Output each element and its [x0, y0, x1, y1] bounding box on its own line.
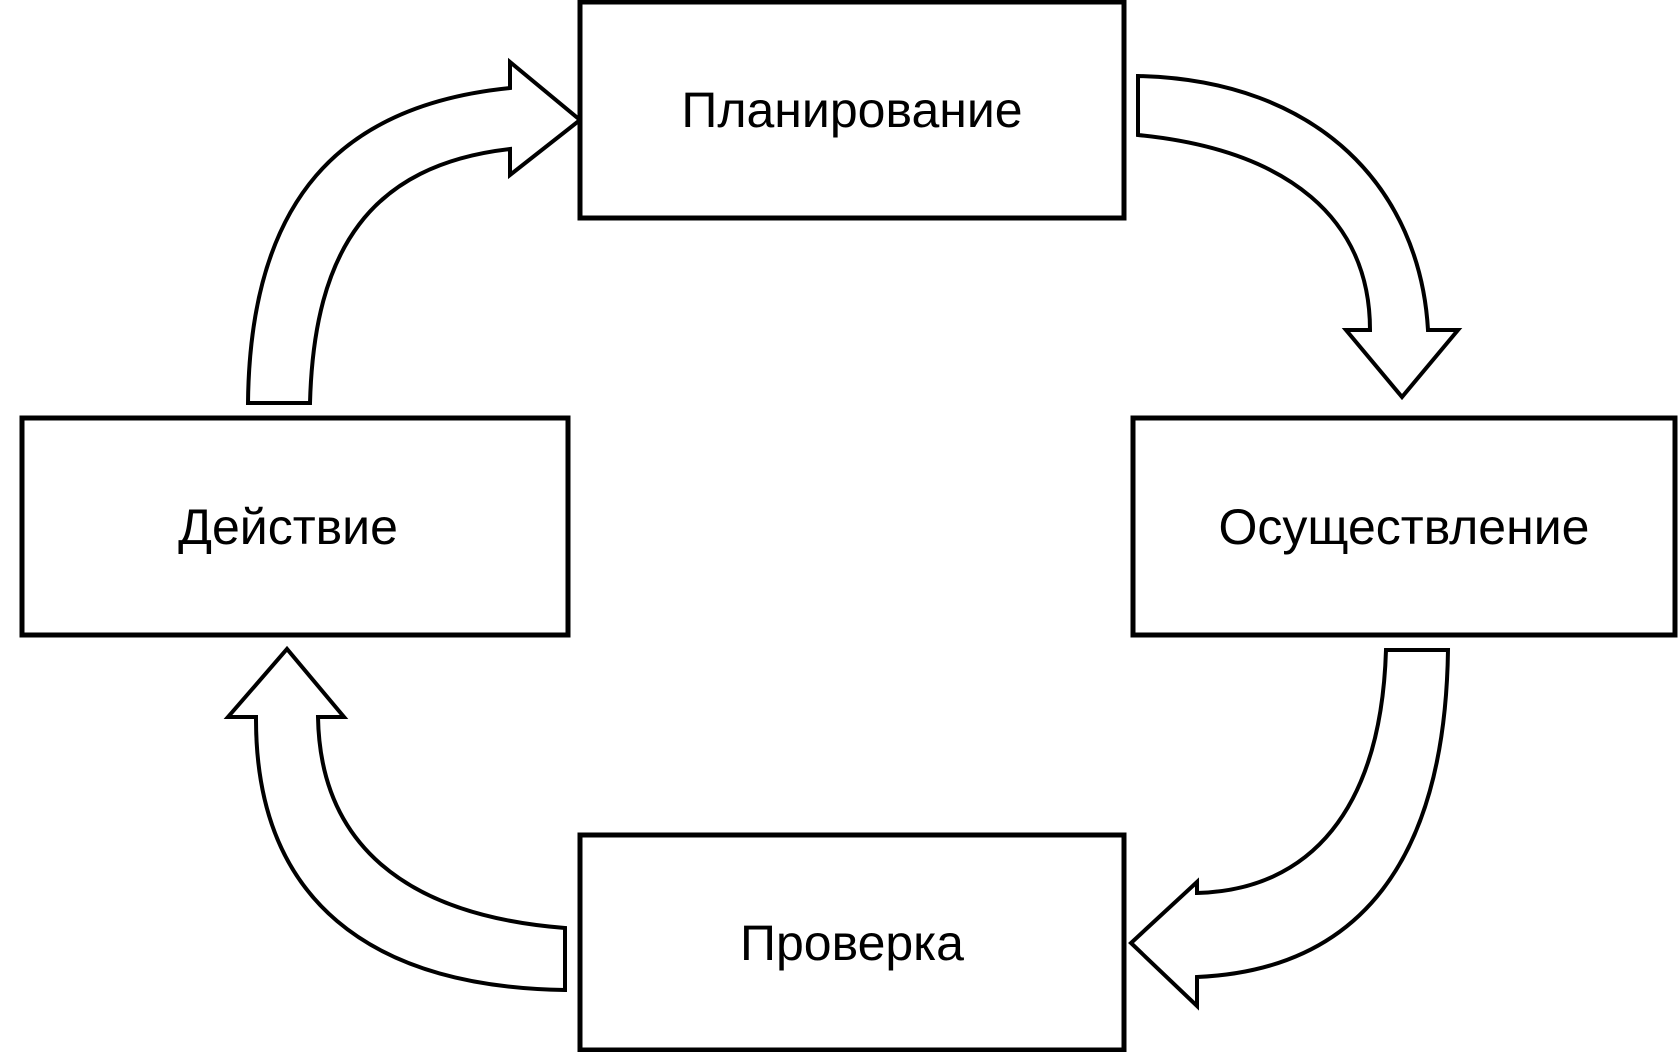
stage-planning: Планирование	[577, 0, 1127, 221]
arrow-check-to-action	[223, 645, 567, 993]
stage-planning-label: Планирование	[681, 82, 1022, 138]
arrow-action-to-planning	[245, 57, 584, 405]
stage-action-box	[19, 415, 571, 638]
stage-check-label: Проверка	[740, 915, 964, 971]
stage-implementation: Осуществление	[1130, 415, 1678, 638]
stage-action-label: Действие	[178, 499, 398, 555]
stage-implementation-box	[1130, 415, 1678, 638]
stage-action: Действие	[19, 415, 571, 638]
stage-check: Проверка	[577, 832, 1127, 1052]
stage-check-box	[577, 832, 1127, 1052]
arrow-implementation-to-check	[1128, 648, 1451, 1011]
stage-planning-box	[577, 0, 1127, 221]
stage-implementation-label: Осуществление	[1219, 499, 1590, 555]
arrow-planning-to-implementation	[1136, 73, 1463, 401]
